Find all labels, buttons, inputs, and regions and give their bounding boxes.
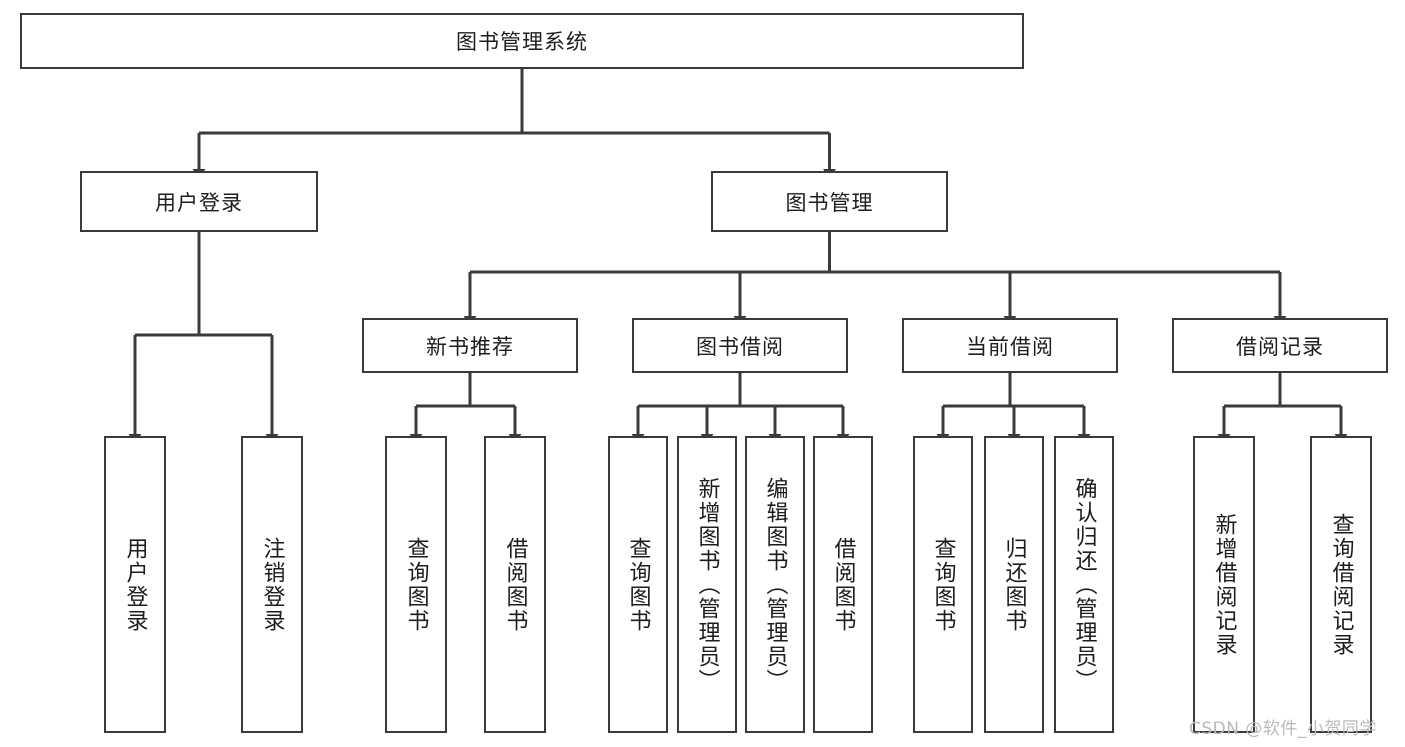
node-user-login-label: 用户登录 bbox=[155, 190, 243, 215]
node-borrow-record-label: 借阅记录 bbox=[1236, 334, 1324, 359]
node-leaf-return-book-label: 归还图书 bbox=[1001, 536, 1027, 633]
node-leaf-query-borrow-record-label: 查询借阅记录 bbox=[1328, 512, 1354, 657]
node-leaf-logout-label: 注销登录 bbox=[259, 536, 285, 633]
node-new-book-recommend-label: 新书推荐 bbox=[426, 334, 514, 359]
node-leaf-borrow-book-2[interactable]: 借阅图书 bbox=[813, 436, 873, 733]
node-root-label: 图书管理系统 bbox=[456, 30, 588, 54]
node-root[interactable]: 图书管理系统 bbox=[20, 13, 1024, 69]
node-leaf-borrow-book-1[interactable]: 借阅图书 bbox=[484, 436, 546, 733]
node-leaf-query-book-3-label: 查询图书 bbox=[930, 536, 956, 633]
node-leaf-add-book[interactable]: 新增图书（管理员） bbox=[677, 436, 737, 733]
node-book-management-label: 图书管理 bbox=[785, 190, 874, 215]
csdn-watermark: CSDN @软件_小贺同学 bbox=[1189, 719, 1377, 739]
node-leaf-user-login[interactable]: 用户登录 bbox=[104, 436, 166, 733]
node-current-borrow-label: 当前借阅 bbox=[966, 334, 1054, 359]
node-leaf-logout[interactable]: 注销登录 bbox=[241, 436, 303, 733]
node-user-login[interactable]: 用户登录 bbox=[80, 171, 318, 232]
node-leaf-borrow-book-2-label: 借阅图书 bbox=[830, 536, 856, 633]
node-new-book-recommend[interactable]: 新书推荐 bbox=[362, 318, 578, 373]
node-borrow-record[interactable]: 借阅记录 bbox=[1172, 318, 1388, 373]
node-book-management[interactable]: 图书管理 bbox=[711, 171, 948, 232]
node-leaf-query-book-1[interactable]: 查询图书 bbox=[385, 436, 447, 733]
node-leaf-return-book[interactable]: 归还图书 bbox=[984, 436, 1044, 733]
node-leaf-confirm-return-label: 确认归还（管理员） bbox=[1071, 476, 1097, 693]
node-leaf-borrow-book-1-label: 借阅图书 bbox=[502, 536, 528, 633]
node-leaf-add-borrow-record[interactable]: 新增借阅记录 bbox=[1193, 436, 1255, 733]
node-leaf-query-book-1-label: 查询图书 bbox=[403, 536, 429, 633]
node-leaf-confirm-return[interactable]: 确认归还（管理员） bbox=[1054, 436, 1114, 733]
node-leaf-query-book-2-label: 查询图书 bbox=[625, 536, 651, 633]
node-leaf-edit-book[interactable]: 编辑图书（管理员） bbox=[745, 436, 805, 733]
node-leaf-edit-book-label: 编辑图书（管理员） bbox=[762, 476, 788, 693]
node-leaf-query-book-2[interactable]: 查询图书 bbox=[608, 436, 668, 733]
node-leaf-add-borrow-record-label: 新增借阅记录 bbox=[1211, 512, 1237, 657]
node-current-borrow[interactable]: 当前借阅 bbox=[902, 318, 1118, 373]
node-leaf-query-book-3[interactable]: 查询图书 bbox=[913, 436, 973, 733]
node-leaf-add-book-label: 新增图书（管理员） bbox=[694, 476, 720, 693]
node-book-borrow-label: 图书借阅 bbox=[696, 334, 784, 359]
node-leaf-user-login-label: 用户登录 bbox=[122, 536, 148, 633]
node-leaf-query-borrow-record[interactable]: 查询借阅记录 bbox=[1310, 436, 1372, 733]
node-book-borrow[interactable]: 图书借阅 bbox=[632, 318, 848, 373]
